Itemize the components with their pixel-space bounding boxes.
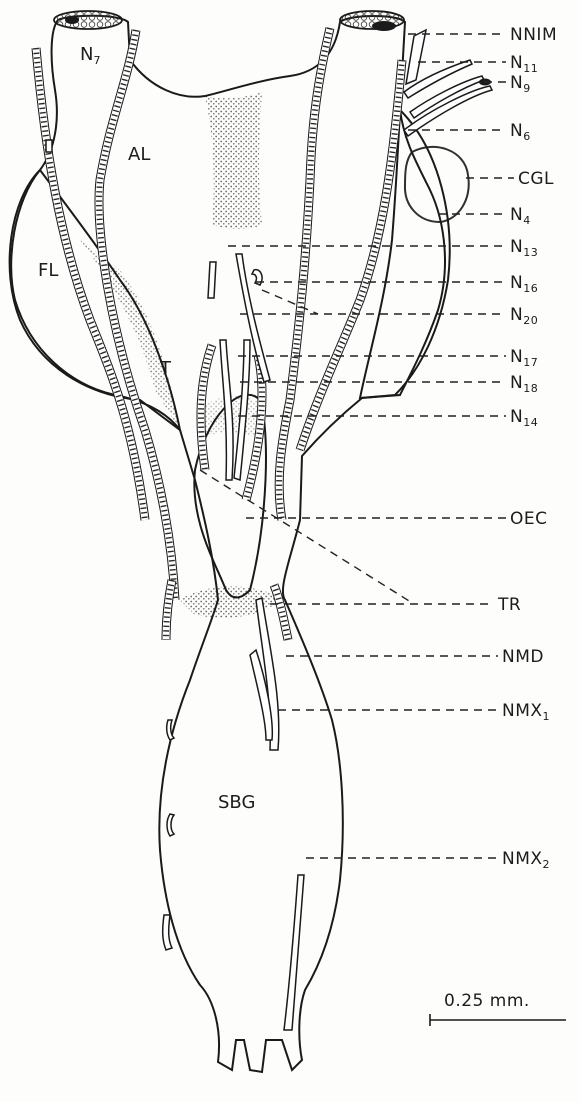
scale-bar: 0.25 mm. [430, 991, 566, 1026]
label-n18: N18 [510, 373, 538, 395]
label-n14: N14 [510, 407, 538, 429]
label-fl: FL [38, 260, 58, 281]
label-n7: N7 [80, 44, 100, 67]
label-al: AL [128, 144, 150, 165]
label-nnim: NNIM [510, 25, 557, 45]
antennal-nerve-caps [54, 11, 404, 31]
label-sbg: SBG [218, 792, 255, 813]
label-nmx2: NMX2 [502, 849, 550, 871]
label-n17: N17 [510, 347, 538, 369]
label-nmx1: NMX1 [502, 701, 550, 723]
label-n11: N11 [510, 53, 538, 75]
right-labels: NNIM N11 N9 N6 CGL N4 N13 N16 N20 N17 N1… [497, 25, 557, 871]
label-n20: N20 [510, 305, 538, 327]
label-tr: TR [497, 595, 521, 615]
label-cgl: CGL [518, 169, 554, 189]
label-n9: N9 [510, 73, 531, 95]
label-t: T [159, 358, 172, 379]
label-n13: N13 [510, 237, 538, 259]
label-nmd: NMD [502, 647, 544, 667]
label-n4: N4 [510, 205, 531, 227]
label-n6: N6 [510, 121, 531, 143]
label-n16: N16 [510, 273, 538, 295]
label-oec: OEC [510, 509, 548, 529]
scale-bar-label: 0.25 mm. [444, 991, 530, 1011]
brain-body [10, 16, 450, 1072]
